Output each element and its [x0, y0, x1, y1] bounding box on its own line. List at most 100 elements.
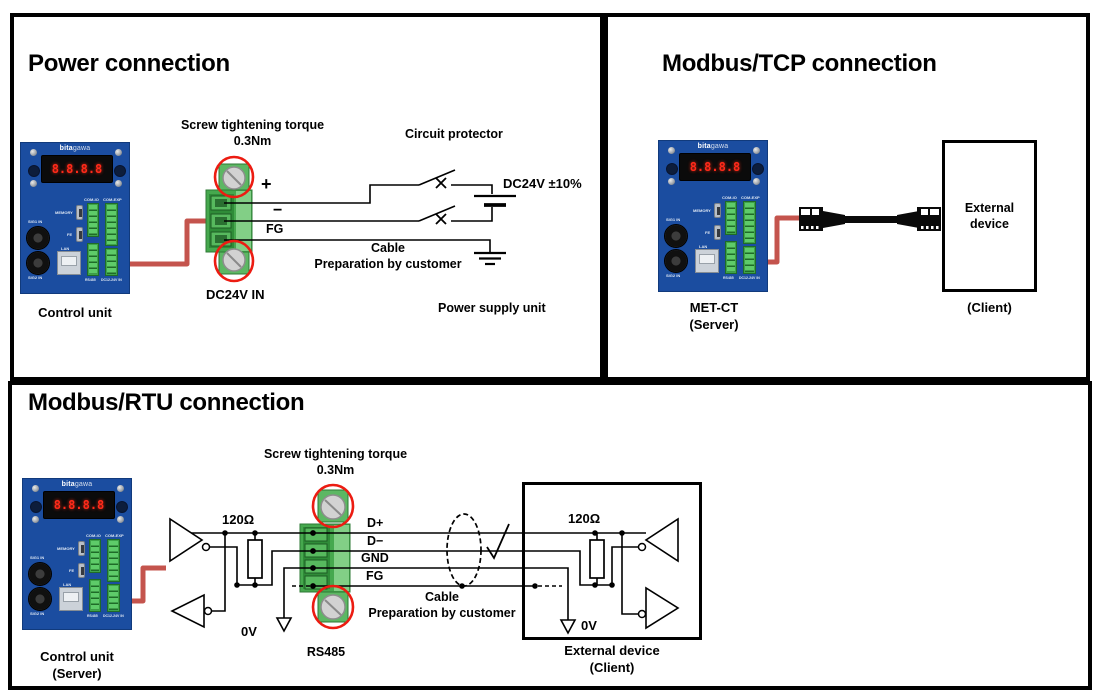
d-plus-label: D+	[367, 516, 384, 530]
gnd-label: GND	[361, 551, 389, 565]
rtu-wiring	[190, 532, 646, 620]
port-label-fe: FE	[705, 230, 711, 235]
port-label-dc-in: DC12-24V IN	[739, 276, 760, 280]
com-io-terminal-strip	[725, 201, 737, 235]
circuit-protector-switch	[418, 169, 456, 186]
seven-segment-display: 8.8.8.8	[41, 155, 113, 183]
zero-v-label-left: 0V	[241, 624, 257, 639]
controller-device: bitagawa 8.8.8.8 COM-IO COM-EXP MEMORY F…	[22, 478, 132, 630]
driver-triangle-left	[169, 517, 211, 563]
com-io-terminal-strip	[89, 539, 101, 573]
external-device-label: External device	[964, 200, 1015, 231]
screw-highlight-circles-rtu	[311, 483, 355, 630]
port-label-sig1: SIG1 IN	[30, 555, 45, 560]
server-caption-rtu: (Server)	[52, 666, 102, 681]
fe-connector	[76, 227, 83, 242]
minus-label: −	[273, 202, 283, 219]
tcp-panel-title: Modbus/TCP connection	[662, 50, 937, 77]
plus-label: +	[261, 174, 272, 194]
circuit-protector-switch	[418, 205, 456, 222]
seven-segment-display: 8.8.8.8	[679, 153, 751, 181]
port-label-dc-in: DC12-24V IN	[103, 614, 124, 618]
corner-screw-icon	[30, 149, 37, 156]
port-label-lan: LAN	[61, 246, 70, 251]
rtu-panel-title: Modbus/RTU connection	[28, 389, 305, 416]
sig2-connector	[664, 249, 688, 273]
corner-screw-icon	[753, 147, 760, 154]
corner-screw-icon	[115, 180, 122, 187]
port-label-rs485: RS485	[87, 614, 98, 618]
port-label-com-io: COM-IO	[722, 195, 737, 200]
client-caption-rtu: (Client)	[589, 660, 635, 675]
dc-in-terminal-strip	[105, 248, 118, 276]
corner-screw-icon	[753, 178, 760, 185]
control-unit-caption-rtu: Control unit	[40, 649, 114, 664]
port-label-rs485: RS485	[85, 278, 96, 282]
control-unit-device-rtu: bitagawa 8.8.8.8 COM-IO COM-EXP MEMORY F…	[22, 478, 132, 630]
memory-connector	[76, 205, 83, 220]
brand-logo: bitagawa	[697, 143, 729, 150]
port-label-fe: FE	[67, 232, 73, 237]
power-panel-title: Power connection	[28, 50, 230, 77]
battery-symbol	[474, 194, 516, 207]
port-label-memory: MEMORY	[55, 210, 73, 215]
port-label-com-exp: COM-EXP	[103, 197, 122, 202]
port-label-lan: LAN	[699, 244, 708, 249]
inverter-bubble	[203, 606, 213, 616]
corner-screw-icon	[668, 147, 675, 154]
rs485-terminal-strip	[725, 241, 737, 274]
port-label-com-io: COM-IO	[86, 533, 101, 538]
com-exp-terminal-strip	[105, 203, 118, 246]
control-unit-caption: Control unit	[38, 305, 112, 320]
corner-screw-icon	[32, 516, 39, 523]
termination-resistor-left	[247, 539, 263, 579]
circuit-protector-label: Circuit protector	[405, 127, 503, 141]
rs485-terminal-strip	[89, 579, 101, 612]
lan-port	[57, 251, 81, 275]
port-label-sig1: SIG1 IN	[666, 217, 681, 222]
gnd-arrow-left	[275, 617, 293, 633]
corner-screw-icon	[117, 485, 124, 492]
sig1-connector	[28, 562, 52, 586]
zero-v-label-right: 0V	[581, 618, 597, 633]
corner-screw-icon	[668, 178, 675, 185]
port-label-sig2: SIG2 IN	[666, 273, 681, 278]
sig2-connector	[26, 251, 50, 275]
lan-port	[695, 249, 719, 273]
fe-connector	[714, 225, 721, 240]
fg-label-rtu: FG	[366, 569, 384, 583]
sig2-connector	[28, 587, 52, 611]
display-digits: 8.8.8.8	[689, 160, 741, 174]
memory-connector	[714, 203, 721, 218]
power-supply-unit-label: Power supply unit	[438, 301, 546, 315]
corner-screw-icon	[30, 180, 37, 187]
sig1-connector	[664, 224, 688, 248]
power-wiring	[224, 169, 493, 252]
brand-logo: bitagawa	[61, 481, 93, 488]
cable-shield-ellipse	[446, 513, 482, 587]
gnd-wire-right	[313, 567, 569, 620]
external-device-caption-rtu: External device	[564, 643, 660, 658]
port-label-lan: LAN	[63, 582, 72, 587]
port-label-memory: MEMORY	[57, 546, 75, 551]
com-io-terminal-strip	[87, 203, 99, 237]
terminal-screws	[222, 166, 246, 272]
port-label-memory: MEMORY	[693, 208, 711, 213]
junction-dots	[222, 530, 625, 589]
r120-label-right: 120Ω	[568, 511, 601, 526]
port-label-com-exp: COM-EXP	[105, 533, 124, 538]
port-label-com-exp: COM-EXP	[741, 195, 760, 200]
brand-logo: bitagawa	[59, 145, 91, 152]
inverter-bubble	[637, 609, 647, 619]
seven-segment-display: 8.8.8.8	[43, 491, 115, 519]
front-button-right	[116, 501, 128, 513]
termination-resistor-right	[589, 539, 605, 579]
lan-port	[59, 587, 83, 611]
control-unit-device-power: bitagawa 8.8.8.8 COM-IO COM-EXP MEMORY F…	[20, 142, 130, 294]
port-label-com-io: COM-IO	[84, 197, 99, 202]
inverter-bubble	[637, 542, 647, 552]
receiver-triangle-right	[637, 517, 679, 563]
port-label-sig2: SIG2 IN	[28, 275, 43, 280]
